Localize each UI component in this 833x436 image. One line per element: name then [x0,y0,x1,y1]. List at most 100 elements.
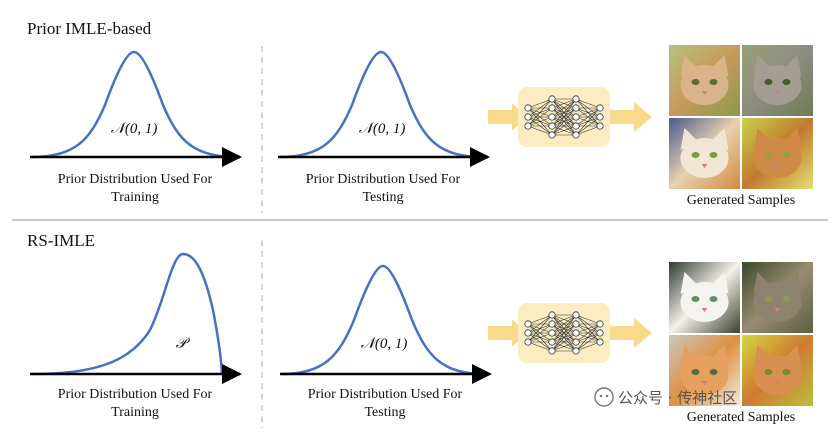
network-node [548,113,556,121]
network-edge [551,314,577,343]
network-edge [575,323,601,334]
truncated-distribution-curve [31,252,224,376]
network-node [548,347,556,355]
training-label-line1: Prior Distribution Used For [58,387,213,402]
training-prior-plot-bottom: 𝒫 [30,252,242,384]
neural-network-icon [524,311,604,355]
generator-pipeline-top [488,87,652,147]
cat-eye [764,79,773,85]
cat-ear [680,128,699,150]
cat-ear [783,345,802,367]
network-node [572,131,580,139]
network-edge [527,314,553,325]
normal-distribution-symbol: 𝒩(0, 1) [111,121,158,137]
gaussian-curve [281,264,485,376]
cat-face-icons [680,272,802,395]
generator-pipeline-bottom [488,303,652,363]
cat-nose [701,308,708,312]
cat-eye [782,152,791,158]
network-edge [551,116,577,136]
network-node [572,113,580,121]
network-edge [551,332,577,352]
network-edge [551,98,577,127]
wechat-icon [594,387,614,407]
network-edge [551,314,577,334]
cat-eye [764,369,773,375]
input-arrow [488,103,526,131]
network-node [548,95,556,103]
section-title-prior-imle: Prior IMLE-based [27,19,152,38]
network-node [596,320,604,328]
network-edge [551,314,577,325]
network-node [548,131,556,139]
cat-head [753,65,802,105]
normal-distribution-symbol: 𝒩(0, 1) [359,121,406,137]
network-edge [551,98,577,136]
generated-samples-grid-bottom [669,262,813,406]
section-title-rs-imle: RS-IMLE [27,231,95,250]
cat-eye [709,296,718,302]
training-label-line1: Prior Distribution Used For [58,172,213,187]
network-edge [575,341,601,352]
wechat-icon-dot [605,394,609,398]
watermark: 公众号 · 传神社区 [594,387,737,407]
cat-ear [783,128,802,150]
testing-label-line1: Prior Distribution Used For [306,172,461,187]
cat-nose [701,164,708,168]
cat-ear [680,345,699,367]
network-edge [527,341,553,352]
gaussian-curve [279,50,483,159]
cat-head [680,65,729,105]
cat-eye [691,296,700,302]
network-edge [527,323,553,343]
network-node [572,104,580,112]
cat-nose [774,381,781,385]
network-edge [527,314,553,343]
network-edge [575,314,601,325]
training-prior-plot-top: 𝒩(0, 1) [30,50,242,167]
network-edge [527,116,553,127]
network-node [596,338,604,346]
network-node [572,320,580,328]
cat-face-icons [680,55,802,178]
cat-nose [701,381,708,385]
network-node [596,104,604,112]
testing-prior-plot-top: 𝒩(0, 1) [278,50,490,167]
testing-label-line1: Prior Distribution Used For [308,387,463,402]
network-edge [575,107,601,118]
cat-head [753,138,802,178]
cat-ear [710,272,729,294]
network-edge [527,107,553,127]
cat-eye [709,152,718,158]
network-edge [551,341,577,352]
network-edge [575,323,601,352]
prior-p-symbol: 𝒫 [176,336,191,352]
network-edge [551,98,577,118]
network-edge [551,323,577,352]
network-node [524,320,532,328]
network-node [548,311,556,319]
watermark-text: 公众号 · 传神社区 [618,389,737,407]
network-node [524,329,532,337]
cat-eye [782,369,791,375]
output-arrow [610,102,652,132]
cat-eye [691,79,700,85]
network-node [572,338,580,346]
cat-ear [753,128,772,150]
network-node [596,113,604,121]
network-node [596,329,604,337]
network-node [548,122,556,130]
network-edge [551,314,577,352]
network-node [572,347,580,355]
network-node [548,338,556,346]
network-node [548,104,556,112]
cat-ear [783,55,802,77]
cat-ear [753,345,772,367]
testing-label-line2: Testing [364,405,405,420]
network-node [572,95,580,103]
network-edge [551,98,577,109]
cat-nose [774,308,781,312]
network-edge [527,125,553,136]
